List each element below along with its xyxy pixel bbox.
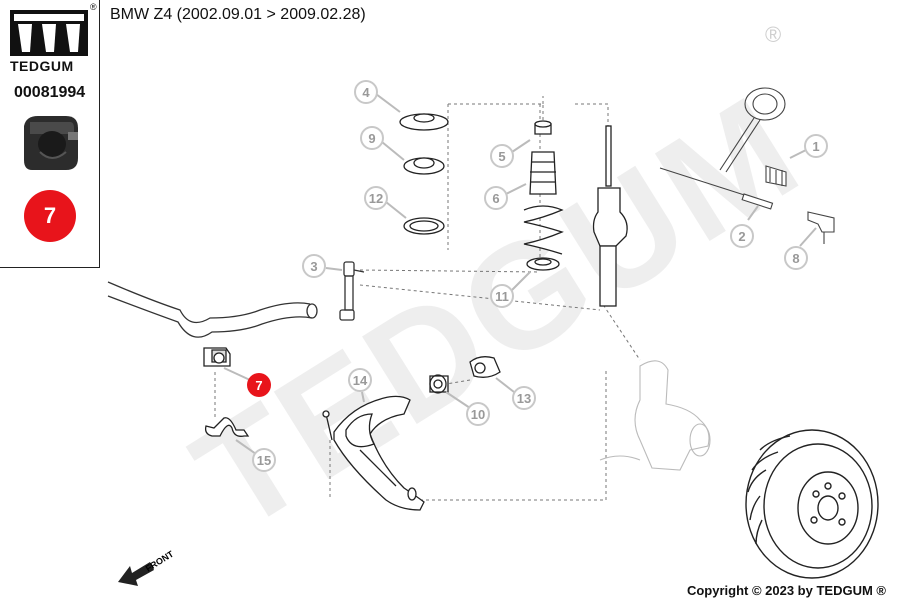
strut-mount-stack	[399, 113, 449, 235]
part-number: 00081994	[14, 84, 86, 101]
callout-13-label: 13	[517, 391, 531, 406]
tedgum-logo	[10, 10, 88, 56]
guide-lines	[214, 96, 641, 501]
callout-12-label: 12	[369, 191, 383, 206]
watermark-text: TEDGUM	[167, 63, 828, 563]
copyright-notice: Copyright © 2023 by TEDGUM ®	[686, 583, 886, 598]
callout-11: 11	[490, 271, 531, 308]
strut-components	[523, 120, 564, 271]
callout-4: 4	[354, 80, 401, 113]
callout-2: 2	[730, 205, 759, 248]
callout-2-label: 2	[738, 229, 745, 244]
steering-assembly	[659, 87, 835, 244]
stabilizer-link	[339, 261, 365, 321]
watermark-registered: ®	[765, 22, 781, 47]
callout-5: 5	[490, 139, 531, 168]
callout-7: 7	[223, 367, 271, 397]
front-label: FRONT	[144, 549, 176, 574]
callout-5-label: 5	[498, 149, 505, 164]
callout-7-label: 7	[255, 378, 262, 393]
brand-name: TEDGUM	[10, 58, 74, 74]
stabilizer-bar	[107, 281, 318, 338]
position-badge: 7	[24, 190, 76, 242]
callout-9-label: 9	[368, 131, 375, 146]
callout-13: 13	[495, 377, 536, 410]
callout-14: 14	[348, 368, 372, 403]
callout-14-label: 14	[353, 373, 368, 388]
stabilizer-bushing	[203, 347, 231, 367]
callout-6: 6	[484, 183, 527, 210]
callout-8: 8	[784, 227, 817, 270]
vehicle-title: BMW Z4 (2002.09.01 > 2009.02.28)	[110, 6, 366, 23]
callouts: 1 2 3 4 5	[223, 80, 828, 472]
callout-6-label: 6	[492, 191, 499, 206]
control-arm	[322, 356, 501, 511]
callout-10: 10	[445, 391, 490, 426]
callout-9: 9	[360, 126, 405, 161]
callout-1-label: 1	[812, 139, 819, 154]
callout-4-label: 4	[362, 85, 370, 100]
callout-8-label: 8	[792, 251, 799, 266]
callout-12: 12	[364, 186, 407, 219]
callout-11-label: 11	[495, 289, 509, 304]
wheel	[745, 429, 879, 579]
shock-absorber	[592, 125, 628, 307]
brand-panel: ® TEDGUM 00081994 7	[0, 0, 100, 268]
registered-mark: ®	[90, 2, 97, 12]
watermark: TEDGUM	[167, 63, 828, 563]
callout-15-label: 15	[257, 453, 271, 468]
callout-3: 3	[302, 254, 343, 278]
callout-15: 15	[235, 439, 276, 472]
callout-1: 1	[789, 134, 828, 159]
callout-3-label: 3	[310, 259, 317, 274]
bushing-product-image	[24, 116, 78, 170]
bushing-bracket	[204, 417, 250, 437]
steering-knuckle	[599, 360, 711, 471]
front-arrow-icon	[118, 562, 154, 586]
callout-10-label: 10	[471, 407, 485, 422]
